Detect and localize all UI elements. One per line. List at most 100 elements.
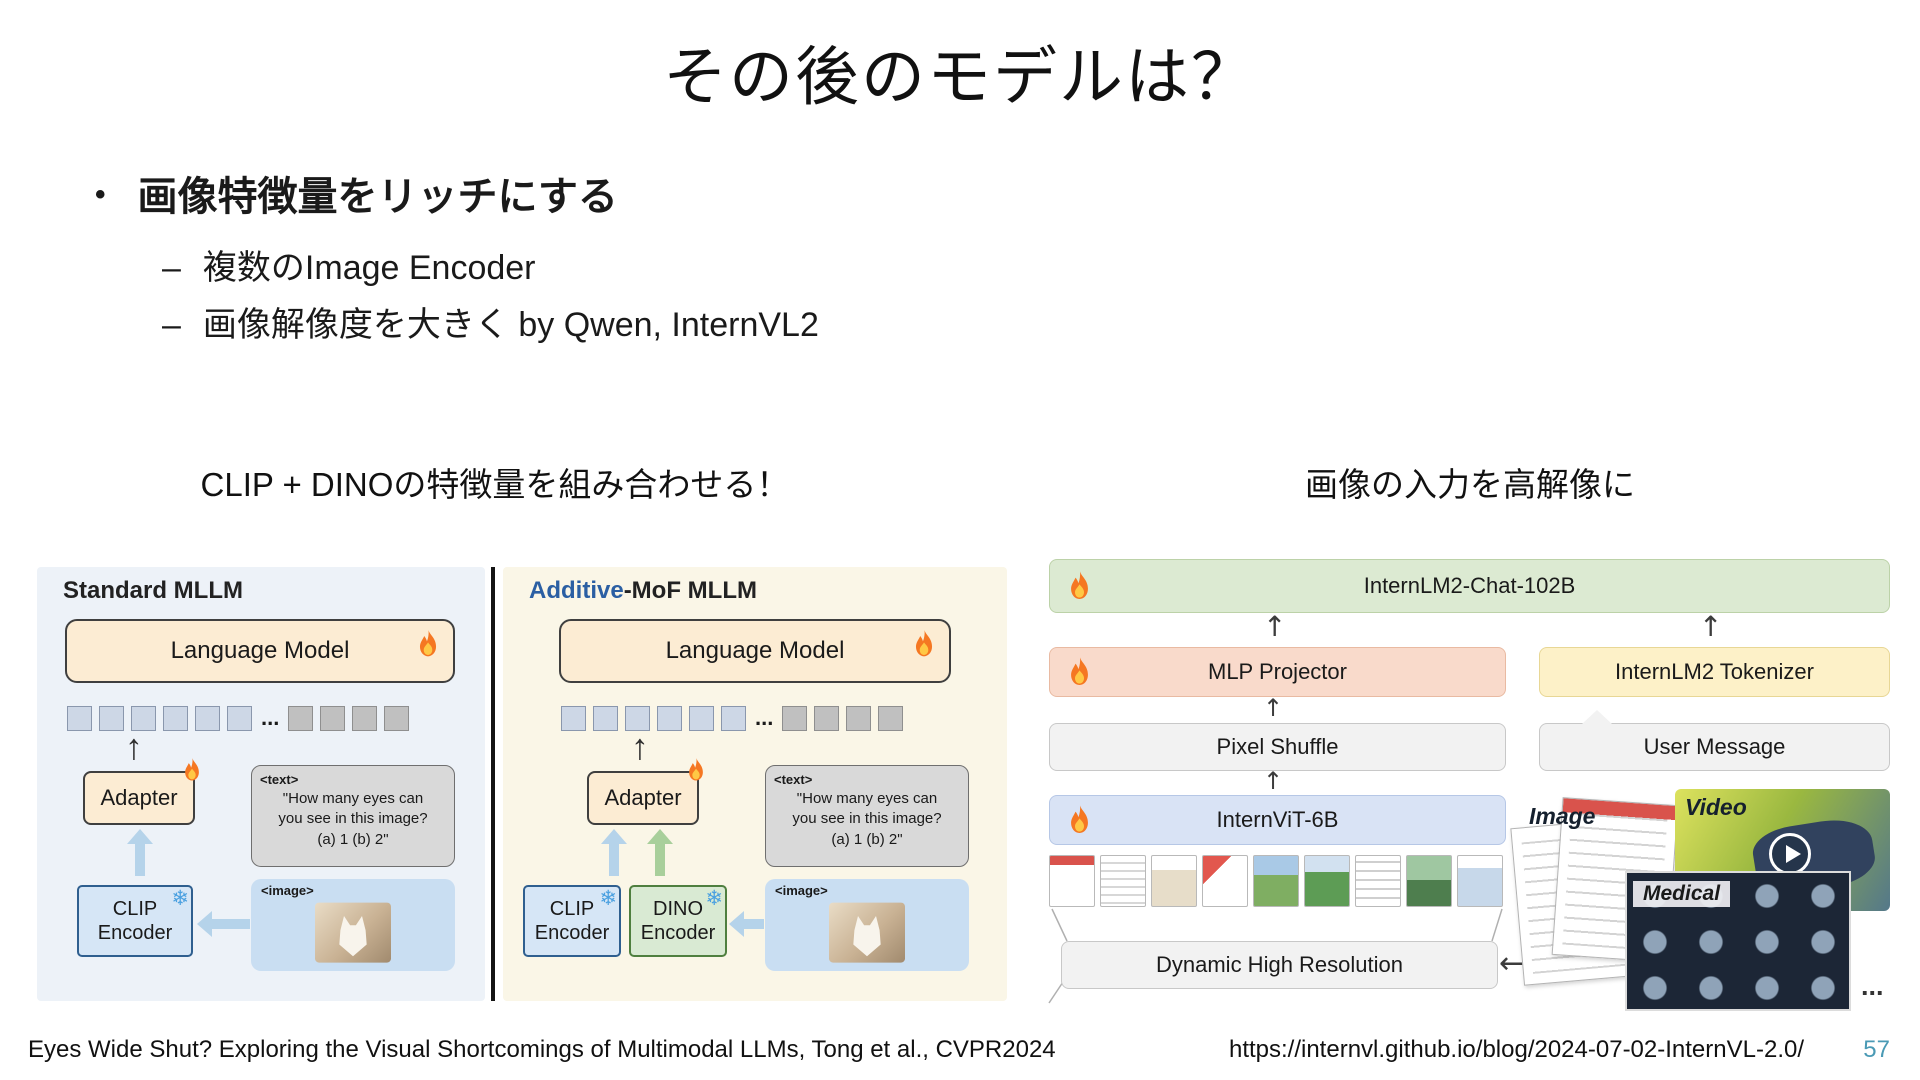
internlm2-chat-box: InternLM2-Chat-102B — [1049, 559, 1890, 613]
caption-internvl: 画像の入力を高解像に — [1305, 466, 1635, 503]
fire-icon — [1066, 656, 1093, 689]
text-token — [878, 705, 904, 731]
text-token — [352, 705, 378, 731]
internvl-figure: InternLM2-Chat-102B ↑ ↑ MLP Projector In… — [1047, 551, 1892, 1016]
adapter-label: Adapter — [604, 785, 682, 810]
panel-title-rest: -MoF MLLM — [623, 577, 757, 604]
tile-thumbnail — [1406, 855, 1452, 907]
arrow-up-icon: ↑ — [1263, 610, 1287, 643]
cat-photo — [315, 902, 391, 963]
visual-token — [625, 705, 650, 731]
image-input-box: <image> — [251, 879, 455, 971]
image-modality-label: Image — [1529, 803, 1596, 829]
cat-photo — [829, 902, 905, 963]
bullet-sub-2-text: 画像解像度を大きく by Qwen, InternVL2 — [202, 306, 819, 344]
text-token — [320, 705, 346, 731]
dynamic-high-resolution-box: Dynamic High Resolution — [1061, 941, 1498, 989]
text-prompt-box: <text> "How many eyes can you see in thi… — [251, 765, 455, 867]
fire-icon — [1066, 804, 1093, 837]
tile-thumbnail — [1457, 855, 1503, 907]
speech-bubble-tail — [1582, 710, 1612, 724]
user-message-label: User Message — [1643, 734, 1786, 759]
arrow-up-icon: ↑ — [1699, 610, 1723, 643]
arrow-up-icon: ↑ — [631, 726, 649, 767]
fire-icon — [1066, 570, 1093, 603]
visual-token — [227, 705, 252, 731]
image-tag: <image> — [261, 883, 314, 898]
language-model-label: Language Model — [170, 637, 350, 664]
fire-icon — [911, 629, 937, 659]
pixel-shuffle-label: Pixel Shuffle — [1216, 734, 1339, 759]
fat-arrow-up — [647, 829, 673, 876]
fat-arrow-up — [601, 829, 627, 876]
visual-token — [131, 705, 156, 731]
bullet-marker: • — [95, 178, 106, 211]
arrow-up-icon: ↑ — [125, 726, 143, 767]
text-token — [288, 705, 314, 731]
token-ellipsis: ... — [755, 705, 774, 730]
arrow-left-icon: ← — [1499, 946, 1525, 981]
caption-mof: CLIP + DINOの特徴量を組み合わせる！ — [200, 466, 790, 503]
visual-token — [67, 705, 92, 731]
visual-token — [593, 705, 618, 731]
adapter-label: Adapter — [100, 785, 178, 810]
visual-token — [195, 705, 220, 731]
text-token — [384, 705, 410, 731]
fat-arrow-left — [729, 911, 764, 937]
token-row: ... — [561, 705, 904, 731]
panel-title-accent: Additive — [529, 577, 624, 604]
fire-icon — [685, 757, 707, 783]
pixel-shuffle-box: Pixel Shuffle — [1049, 723, 1506, 771]
tile-thumbnail — [1100, 855, 1146, 907]
bullet-sub-1-text: 複数のImage Encoder — [202, 249, 536, 287]
fire-icon — [415, 629, 441, 659]
internvit-box: InternViT-6B — [1049, 795, 1506, 845]
text-token — [814, 705, 840, 731]
medical-sample: Medical — [1625, 871, 1851, 1011]
visual-token — [657, 705, 682, 731]
image-tag: <image> — [775, 883, 828, 898]
mlp-projector-label: MLP Projector — [1208, 659, 1347, 684]
token-row: ... — [67, 705, 410, 731]
visual-token — [561, 705, 586, 731]
bullet-sub-2: –画像解像度を大きく by Qwen, InternVL2 — [162, 297, 819, 346]
tile-thumbnail — [1355, 855, 1401, 907]
adapter-box: Adapter — [587, 758, 703, 825]
source-url: https://internvl.github.io/blog/2024-07-… — [1228, 1036, 1804, 1063]
video-modality-label: Video — [1685, 794, 1747, 820]
panel-title-mof: Additive-MoF MLLM — [529, 577, 757, 605]
visual-token — [163, 705, 188, 731]
dino-encoder-box: DINO Encoder ❄ — [629, 885, 727, 957]
user-message-box: User Message — [1539, 710, 1890, 771]
internvit-label: InternViT-6B — [1216, 807, 1339, 832]
tile-thumbnail — [1304, 855, 1350, 907]
visual-token — [689, 705, 714, 731]
dynamic-high-resolution-label: Dynamic High Resolution — [1156, 952, 1403, 977]
language-model-box: Language Model — [559, 619, 951, 683]
internlm2-tokenizer-label: InternLM2 Tokenizer — [1615, 659, 1814, 684]
text-token — [782, 705, 808, 731]
panel-title-standard: Standard MLLM — [63, 577, 243, 604]
fat-arrow-up — [127, 829, 153, 876]
standard-mllm-panel: Standard MLLM Language Model ... ↑ Adapt… — [37, 567, 485, 1001]
slide-title: その後のモデルは？ — [663, 41, 1257, 113]
clip-encoder-label: CLIP Encoder — [534, 898, 610, 944]
clip-encoder-box: CLIP Encoder ❄ — [77, 885, 193, 957]
language-model-box: Language Model — [65, 619, 455, 683]
mof-figure: Standard MLLM Language Model ... ↑ Adapt… — [37, 567, 1007, 1001]
fat-arrow-left — [197, 911, 250, 937]
tile-thumbnail — [1253, 855, 1299, 907]
dino-encoder-label: DINO Encoder — [640, 898, 716, 944]
tile-thumbnail — [1049, 855, 1095, 907]
language-model-label: Language Model — [665, 637, 845, 664]
mlp-projector-box: MLP Projector — [1049, 647, 1506, 697]
tile-thumbnails — [1049, 855, 1506, 907]
clip-encoder-box: CLIP Encoder ❄ — [523, 885, 621, 957]
clip-encoder-label: CLIP Encoder — [97, 898, 173, 944]
internlm2-chat-label: InternLM2-Chat-102B — [1363, 573, 1576, 598]
panel-divider — [491, 567, 495, 1001]
medical-modality-label: Medical — [1633, 881, 1731, 907]
snowflake-icon: ❄ — [599, 886, 617, 910]
visual-token — [99, 705, 124, 731]
